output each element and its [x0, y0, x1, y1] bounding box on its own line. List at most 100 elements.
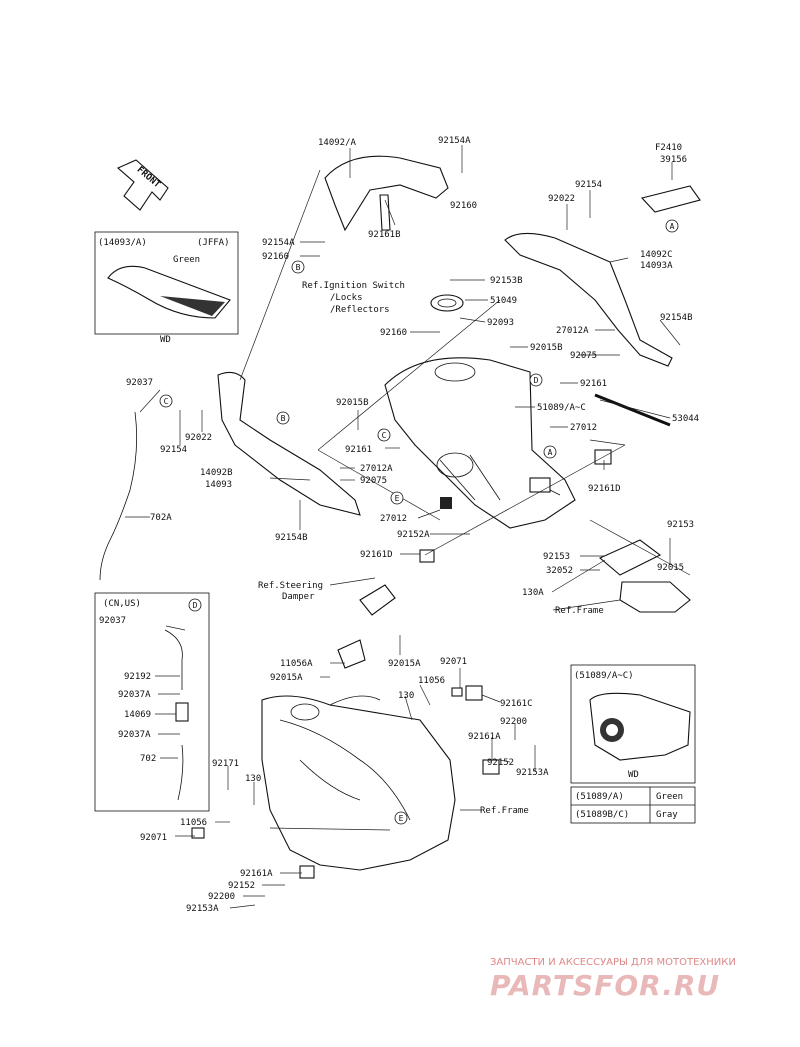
grommet-92161d-l — [419, 549, 435, 563]
watermark-line2: PARTSFOR.RU — [490, 969, 720, 1002]
callout-c-mid: C — [377, 428, 391, 442]
svg-text:C: C — [164, 397, 169, 406]
callout-d-mid: D — [529, 373, 543, 387]
grommet-92071-top — [451, 687, 463, 697]
steering-bracket — [359, 584, 396, 616]
bracket-32052 — [598, 539, 662, 576]
hose-702a — [99, 411, 138, 581]
inset-jffa-footer: WD — [160, 335, 171, 345]
label-92154b-r: 92154B — [660, 313, 693, 323]
label-92037-l: 92037 — [126, 378, 153, 388]
inset-tank: (51089/A~C) WD — [570, 664, 696, 784]
callout-b-left: B — [291, 260, 305, 274]
label-27012a-l: 27012A — [360, 464, 393, 474]
ref-ignition-3: /Reflectors — [330, 305, 390, 315]
label-92154-l: 92154 — [160, 445, 187, 455]
svg-text:E: E — [399, 814, 404, 823]
label-32052: 32052 — [546, 566, 573, 576]
label-27012-l: 27012 — [380, 514, 407, 524]
label-14093a: 14093A — [640, 261, 673, 271]
ref-ignition-1: Ref.Ignition Switch — [302, 281, 405, 291]
label-27012a-r: 27012A — [556, 326, 589, 336]
inset-cnus-code: (CN,US) — [103, 599, 141, 609]
svg-text:D: D — [193, 601, 198, 610]
label-92071-l: 92071 — [140, 833, 167, 843]
inset-cnus: (CN,US) — [94, 592, 210, 812]
grommet-92071-l — [191, 827, 205, 839]
label-92075-r: 92075 — [570, 351, 597, 361]
ref-ignition-2: /Locks — [330, 293, 363, 303]
label-92015a-1: 92015A — [270, 673, 303, 683]
label-92071-top: 92071 — [440, 657, 467, 667]
grommet-92161c — [465, 685, 483, 701]
ref-frame-top-label: Ref.Frame — [555, 606, 604, 616]
label-92022-r: 92022 — [548, 194, 575, 204]
front-arrow-icon: FRONT — [116, 159, 169, 211]
inset-jffa-model: (JFFA) — [197, 238, 230, 248]
table-color-2: Gray — [656, 810, 678, 820]
inset-jffa: (14093/A) (JFFA) Green WD — [94, 231, 239, 345]
side-cover-14092c — [504, 232, 673, 367]
side-cover-14092b — [217, 371, 361, 516]
label-92153a-b: 92153A — [186, 904, 219, 914]
label-51049: 51049 — [490, 296, 517, 306]
svg-text:C: C — [382, 431, 387, 440]
tank-fitting — [529, 477, 551, 493]
ref-steering-1: Ref.Steering — [258, 581, 323, 591]
label-92161a-b: 92161A — [240, 869, 273, 879]
label-92161d-r: 92161D — [588, 484, 621, 494]
label-92075-l: 92075 — [360, 476, 387, 486]
label-92037a-2: 92037A — [118, 730, 151, 740]
filter-14069 — [175, 702, 189, 722]
callout-b-side: B — [276, 411, 290, 425]
label-92154b-l: 92154B — [275, 533, 308, 543]
label-92161-l: 92161 — [345, 445, 372, 455]
callout-e-mid: E — [390, 491, 404, 505]
callout-a-top: A — [665, 219, 679, 233]
label-130-mid: 130 — [398, 691, 414, 701]
label-130a-r: 130A — [522, 588, 544, 598]
label-702a: 702A — [150, 513, 172, 523]
label-92022-l: 92022 — [185, 433, 212, 443]
label-92161-r: 92161 — [580, 379, 607, 389]
label-92153b: 92153B — [490, 276, 523, 286]
svg-text:B: B — [281, 414, 286, 423]
label-14092b: 14092B — [200, 468, 233, 478]
label-92037-cn: 92037 — [99, 616, 126, 626]
inset-tank-code: (51089/A~C) — [574, 671, 634, 681]
label-92161c: 92161C — [500, 699, 533, 709]
watermark-line1: ЗАПЧАСТИ И АКСЕССУАРЫ ДЛЯ МОТОТЕХНИКИ — [490, 957, 736, 968]
table-part-1: (51089/A) — [575, 792, 624, 802]
strip-53044 — [594, 393, 671, 427]
svg-text:E: E — [395, 494, 400, 503]
leader-lines — [125, 145, 691, 909]
ref-steering-2: Damper — [282, 592, 315, 602]
label-92015b-l: 92015B — [336, 398, 369, 408]
label-702: 702 — [140, 754, 156, 764]
label-14069: 14069 — [124, 710, 151, 720]
label-92015a-2: 92015A — [388, 659, 421, 669]
label-92200-r: 92200 — [500, 717, 527, 727]
label-92161b: 92161B — [368, 230, 401, 240]
pad-39156 — [640, 185, 701, 213]
ref-frame-bottom-label: Ref.Frame — [480, 806, 529, 816]
label-92153-2: 92153 — [543, 552, 570, 562]
grommet-92161a-r — [482, 759, 500, 775]
label-92161a-r: 92161A — [468, 732, 501, 742]
label-92154-r: 92154 — [575, 180, 602, 190]
label-92192: 92192 — [124, 672, 151, 682]
label-39156: 39156 — [660, 155, 687, 165]
label-92153a-r: 92153A — [516, 768, 549, 778]
label-92153-1: 92153 — [667, 520, 694, 530]
inset-tank-footer: WD — [628, 770, 639, 780]
callout-a-mid: A — [543, 445, 557, 459]
label-92154a-top: 92154A — [438, 136, 471, 146]
label-92015b-r: 92015B — [530, 343, 563, 353]
frame-main — [261, 695, 456, 871]
label-130-l: 130 — [245, 774, 261, 784]
pad-27012 — [440, 497, 452, 509]
label-92160-top: 92160 — [450, 201, 477, 211]
label-92015-r: 92015 — [657, 563, 684, 573]
top-cover-14092a — [324, 155, 449, 232]
